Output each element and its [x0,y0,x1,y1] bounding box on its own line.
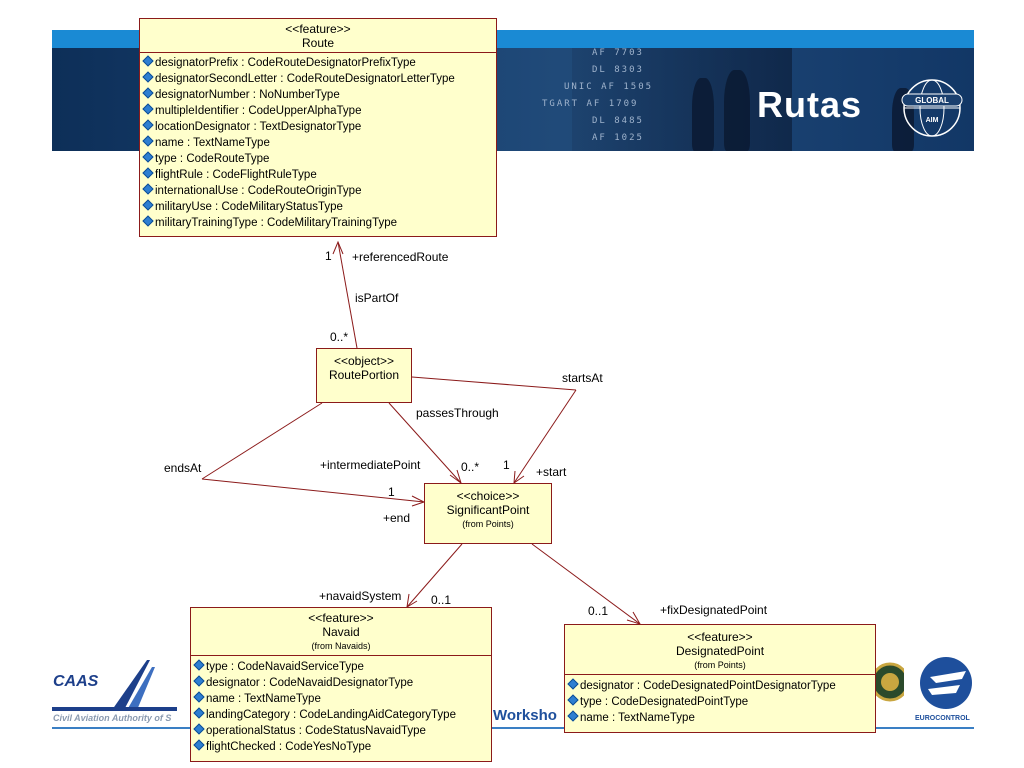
multiplicity-label: 0..1 [588,604,609,618]
attribute: militaryTrainingType : CodeMilitaryTrain… [142,215,492,231]
edge-ends-at-b [201,478,425,503]
attribute: militaryUse : CodeMilitaryStatusType [142,199,492,215]
class-route-portion: <<object>> RoutePortion [316,348,412,403]
role-label: +fixDesignatedPoint [660,603,768,617]
designated-point-package: (from Points) [694,660,746,670]
attribute: designator : CodeNavaidDesignatorType [193,675,487,691]
route-name: Route [301,36,335,50]
edge-ends-at-a [201,402,323,480]
arrowhead-route [332,240,344,255]
designated-point-name: DesignatedPoint [675,644,765,658]
attribute: flightChecked : CodeYesNoType [193,739,487,755]
class-significant-point: <<choice>> SignificantPoint (from Points… [424,483,552,544]
multiplicity-label: 1 [388,485,395,499]
attribute: designatorSecondLetter : CodeRouteDesign… [142,71,492,87]
association-label: startsAt [562,371,603,385]
association-label: isPartOf [355,291,399,305]
route-portion-stereotype: <<object>> [333,354,395,368]
attribute: operationalStatus : CodeStatusNavaidType [193,723,487,739]
attribute: locationDesignator : TextDesignatorType [142,119,492,135]
route-portion-name: RoutePortion [328,368,400,382]
attribute: internationalUse : CodeRouteOriginType [142,183,492,199]
role-label: +referencedRoute [352,250,449,264]
caas-text: CAAS [53,673,99,690]
multiplicity-label: 0..* [330,330,349,344]
globe-bottom-text: AIM [926,117,939,124]
attribute: designatorNumber : NoNumberType [142,87,492,103]
attribute: name : TextNameType [142,135,492,151]
role-label: +intermediatePoint [320,458,421,472]
attribute: flightRule : CodeFlightRuleType [142,167,492,183]
person-silhouette [692,78,714,151]
significant-point-stereotype: <<choice>> [456,489,520,503]
multiplicity-label: 1 [325,249,332,263]
association-label: endsAt [164,461,202,475]
departure-board: AF 7703 DL 8303 UNIC AF 1505 TGART AF 17… [542,48,792,151]
class-designated-point: <<feature>> DesignatedPoint (from Points… [564,624,876,733]
role-label: +navaidSystem [319,589,402,603]
attribute: name : TextNameType [193,691,487,707]
class-route: <<feature>> Route designatorPrefix : Cod… [139,18,497,237]
multiplicity-label: 1 [503,458,510,472]
class-navaid: <<feature>> Navaid (from Navaids) type :… [190,607,492,762]
seal-icon [870,662,904,702]
edge-passes-through [388,402,462,484]
workshop-text: Worksho [493,707,557,724]
edge-fix-designated-point [531,543,641,625]
edge-starts-at-b [513,389,577,484]
global-aim-icon: GLOBAL AIM [901,79,963,137]
edge-navaid-system [406,543,463,608]
attribute: designator : CodeDesignatedPointDesignat… [567,678,871,694]
attribute: landingCategory : CodeLandingAidCategory… [193,707,487,723]
designated-point-stereotype: <<feature>> [687,630,753,644]
attribute: type : CodeNavaidServiceType [193,659,487,675]
navaid-package: (from Navaids) [311,641,371,651]
role-label: +start [536,465,567,479]
footer-line [52,727,974,729]
navaid-stereotype: <<feature>> [308,611,374,625]
attribute: designatorPrefix : CodeRouteDesignatorPr… [142,55,492,71]
edge-is-part-of [337,241,358,349]
multiplicity-label: 0..1 [431,593,452,607]
navaid-name: Navaid [322,625,360,639]
attribute: multipleIdentifier : CodeUpperAlphaType [142,103,492,119]
globe-top-text: GLOBAL [915,96,949,105]
attribute: name : TextNameType [567,710,871,726]
edge-starts-at-a [411,376,577,391]
significant-point-name: SignificantPoint [446,503,530,517]
caas-subtitle: Civil Aviation Authority of S [53,713,172,723]
significant-point-package: (from Points) [462,519,514,529]
eurocontrol-logo [920,657,972,709]
route-stereotype: <<feature>> [285,22,351,36]
association-label: passesThrough [416,406,499,420]
role-label: +end [383,511,411,525]
eurocontrol-text: EUROCONTROL [915,715,970,722]
person-silhouette [724,70,750,151]
banner-title: Rutas [757,84,863,125]
multiplicity-label: 0..* [461,460,480,474]
attribute: type : CodeRouteType [142,151,492,167]
caas-logo [52,660,177,711]
attribute: type : CodeDesignatedPointType [567,694,871,710]
